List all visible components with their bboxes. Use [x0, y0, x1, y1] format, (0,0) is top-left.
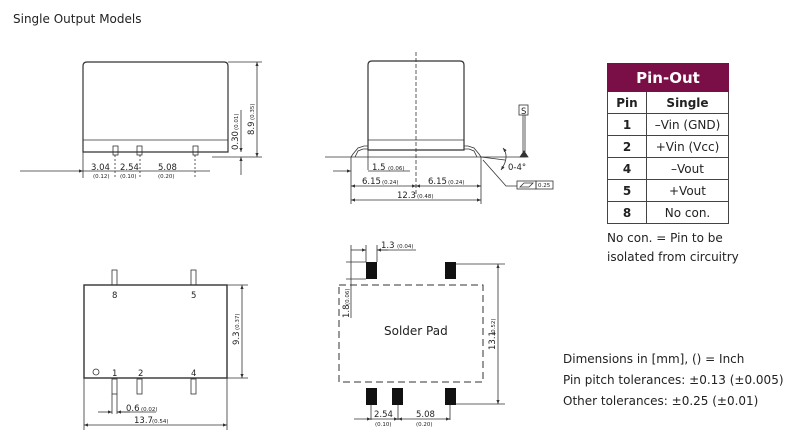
dim-text: 8.9	[247, 121, 257, 135]
pin-number: 8	[607, 201, 647, 224]
pin-number: 2	[607, 135, 647, 158]
pin-function: +Vin (Vcc)	[646, 135, 729, 158]
dimension-note: Pin pitch tolerances: ±0.13 (±0.005)	[563, 373, 784, 387]
pinout-note: isolated from circuitry	[607, 250, 739, 264]
dim-text: 13.7	[134, 416, 153, 426]
col-pin: Pin	[607, 91, 647, 114]
dim-text: 1.5	[372, 163, 386, 173]
dim-text: (0.01)	[234, 113, 240, 130]
front-view: 3.04 (0.12) 2.54 (0.10) 5.08 (0.20) 8.9 …	[20, 61, 262, 180]
side-view: 1.5 (0.06) 6.15 (0.24) 6.15 (0.24) 12.3 …	[325, 52, 554, 204]
datum-label: S	[521, 107, 526, 117]
dimension-note: Dimensions in [mm], () = Inch	[563, 352, 745, 366]
dim-text: (0.02)	[141, 407, 158, 413]
dim-text: (0.10)	[375, 422, 392, 428]
dim-text: 6.15	[362, 177, 381, 187]
pin-function: –Vout	[646, 157, 729, 180]
dim-text: (0.48)	[417, 194, 434, 200]
dim-text: 5.08	[158, 163, 177, 173]
dim-text: (0.06)	[388, 166, 405, 172]
dim-text: (0.10)	[120, 174, 137, 180]
page-title: Single Output Models	[13, 12, 142, 26]
dimension-note: Other tolerances: ±0.25 (±0.01)	[563, 394, 759, 408]
pin-label: 4	[191, 369, 196, 379]
pin-number: 5	[607, 179, 647, 202]
col-single: Single	[646, 91, 729, 114]
dim-text: 2.54	[120, 163, 139, 173]
pin-function: +Vout	[646, 179, 729, 202]
table-row: 1–Vin (GND)	[607, 113, 729, 136]
table-row: 2+Vin (Vcc)	[607, 135, 729, 158]
dim-text: 6.15	[428, 177, 447, 187]
pin-label: 2	[138, 369, 143, 379]
pin-label: 1	[112, 369, 117, 379]
dim-text: 0-4°	[508, 163, 526, 173]
dim-text: 0.30	[231, 131, 241, 150]
dim-text: 0.6	[126, 404, 140, 414]
dim-text: (0.20)	[416, 422, 433, 428]
dim-text: (0.12)	[93, 174, 110, 180]
dim-text: 1.8	[342, 304, 352, 318]
dim-text: (0.06)	[345, 288, 351, 305]
table-row: 4–Vout	[607, 157, 729, 180]
dim-text: (0.52)	[491, 318, 497, 335]
dim-text: (0.24)	[448, 180, 465, 186]
dim-text: (0.24)	[382, 180, 399, 186]
pin-function: No con.	[646, 201, 729, 224]
dim-text: 5.08	[416, 410, 435, 420]
pinout-note: No con. = Pin to be	[607, 231, 723, 245]
pin-label: 5	[191, 291, 196, 301]
flatness-value: 0.25	[538, 183, 551, 189]
dim-text: (0.04)	[397, 244, 414, 250]
pin-label: 8	[112, 291, 117, 301]
dim-text: (0.37)	[235, 313, 241, 330]
pin-function: –Vin (GND)	[646, 113, 729, 136]
dim-text: 2.54	[374, 410, 393, 420]
dim-text: 1.3	[381, 241, 395, 251]
dim-text: (0.35)	[250, 103, 256, 120]
dim-text: (0.54)	[152, 419, 169, 425]
bottom-view: 8 5 1 2 4 9.3 (0.37) 0.6 (0.02) 13.7 (0.…	[83, 269, 248, 430]
dim-text: 9.3	[232, 331, 242, 345]
dim-text: (0.20)	[158, 174, 175, 180]
pin-number: 4	[607, 157, 647, 180]
solder-pad-layout: Solder Pad 1.3 (0.04) 1.8 (0.06) 13.1 (0…	[338, 241, 505, 428]
solder-pad-label: Solder Pad	[384, 324, 448, 338]
dim-text: 3.04	[91, 163, 110, 173]
pin-number: 1	[607, 113, 647, 136]
table-row: 5+Vout	[607, 179, 729, 202]
dim-text: 12.3	[397, 191, 416, 201]
pinout-title: Pin-Out	[607, 63, 729, 92]
dim-text: 13.1	[488, 331, 498, 350]
